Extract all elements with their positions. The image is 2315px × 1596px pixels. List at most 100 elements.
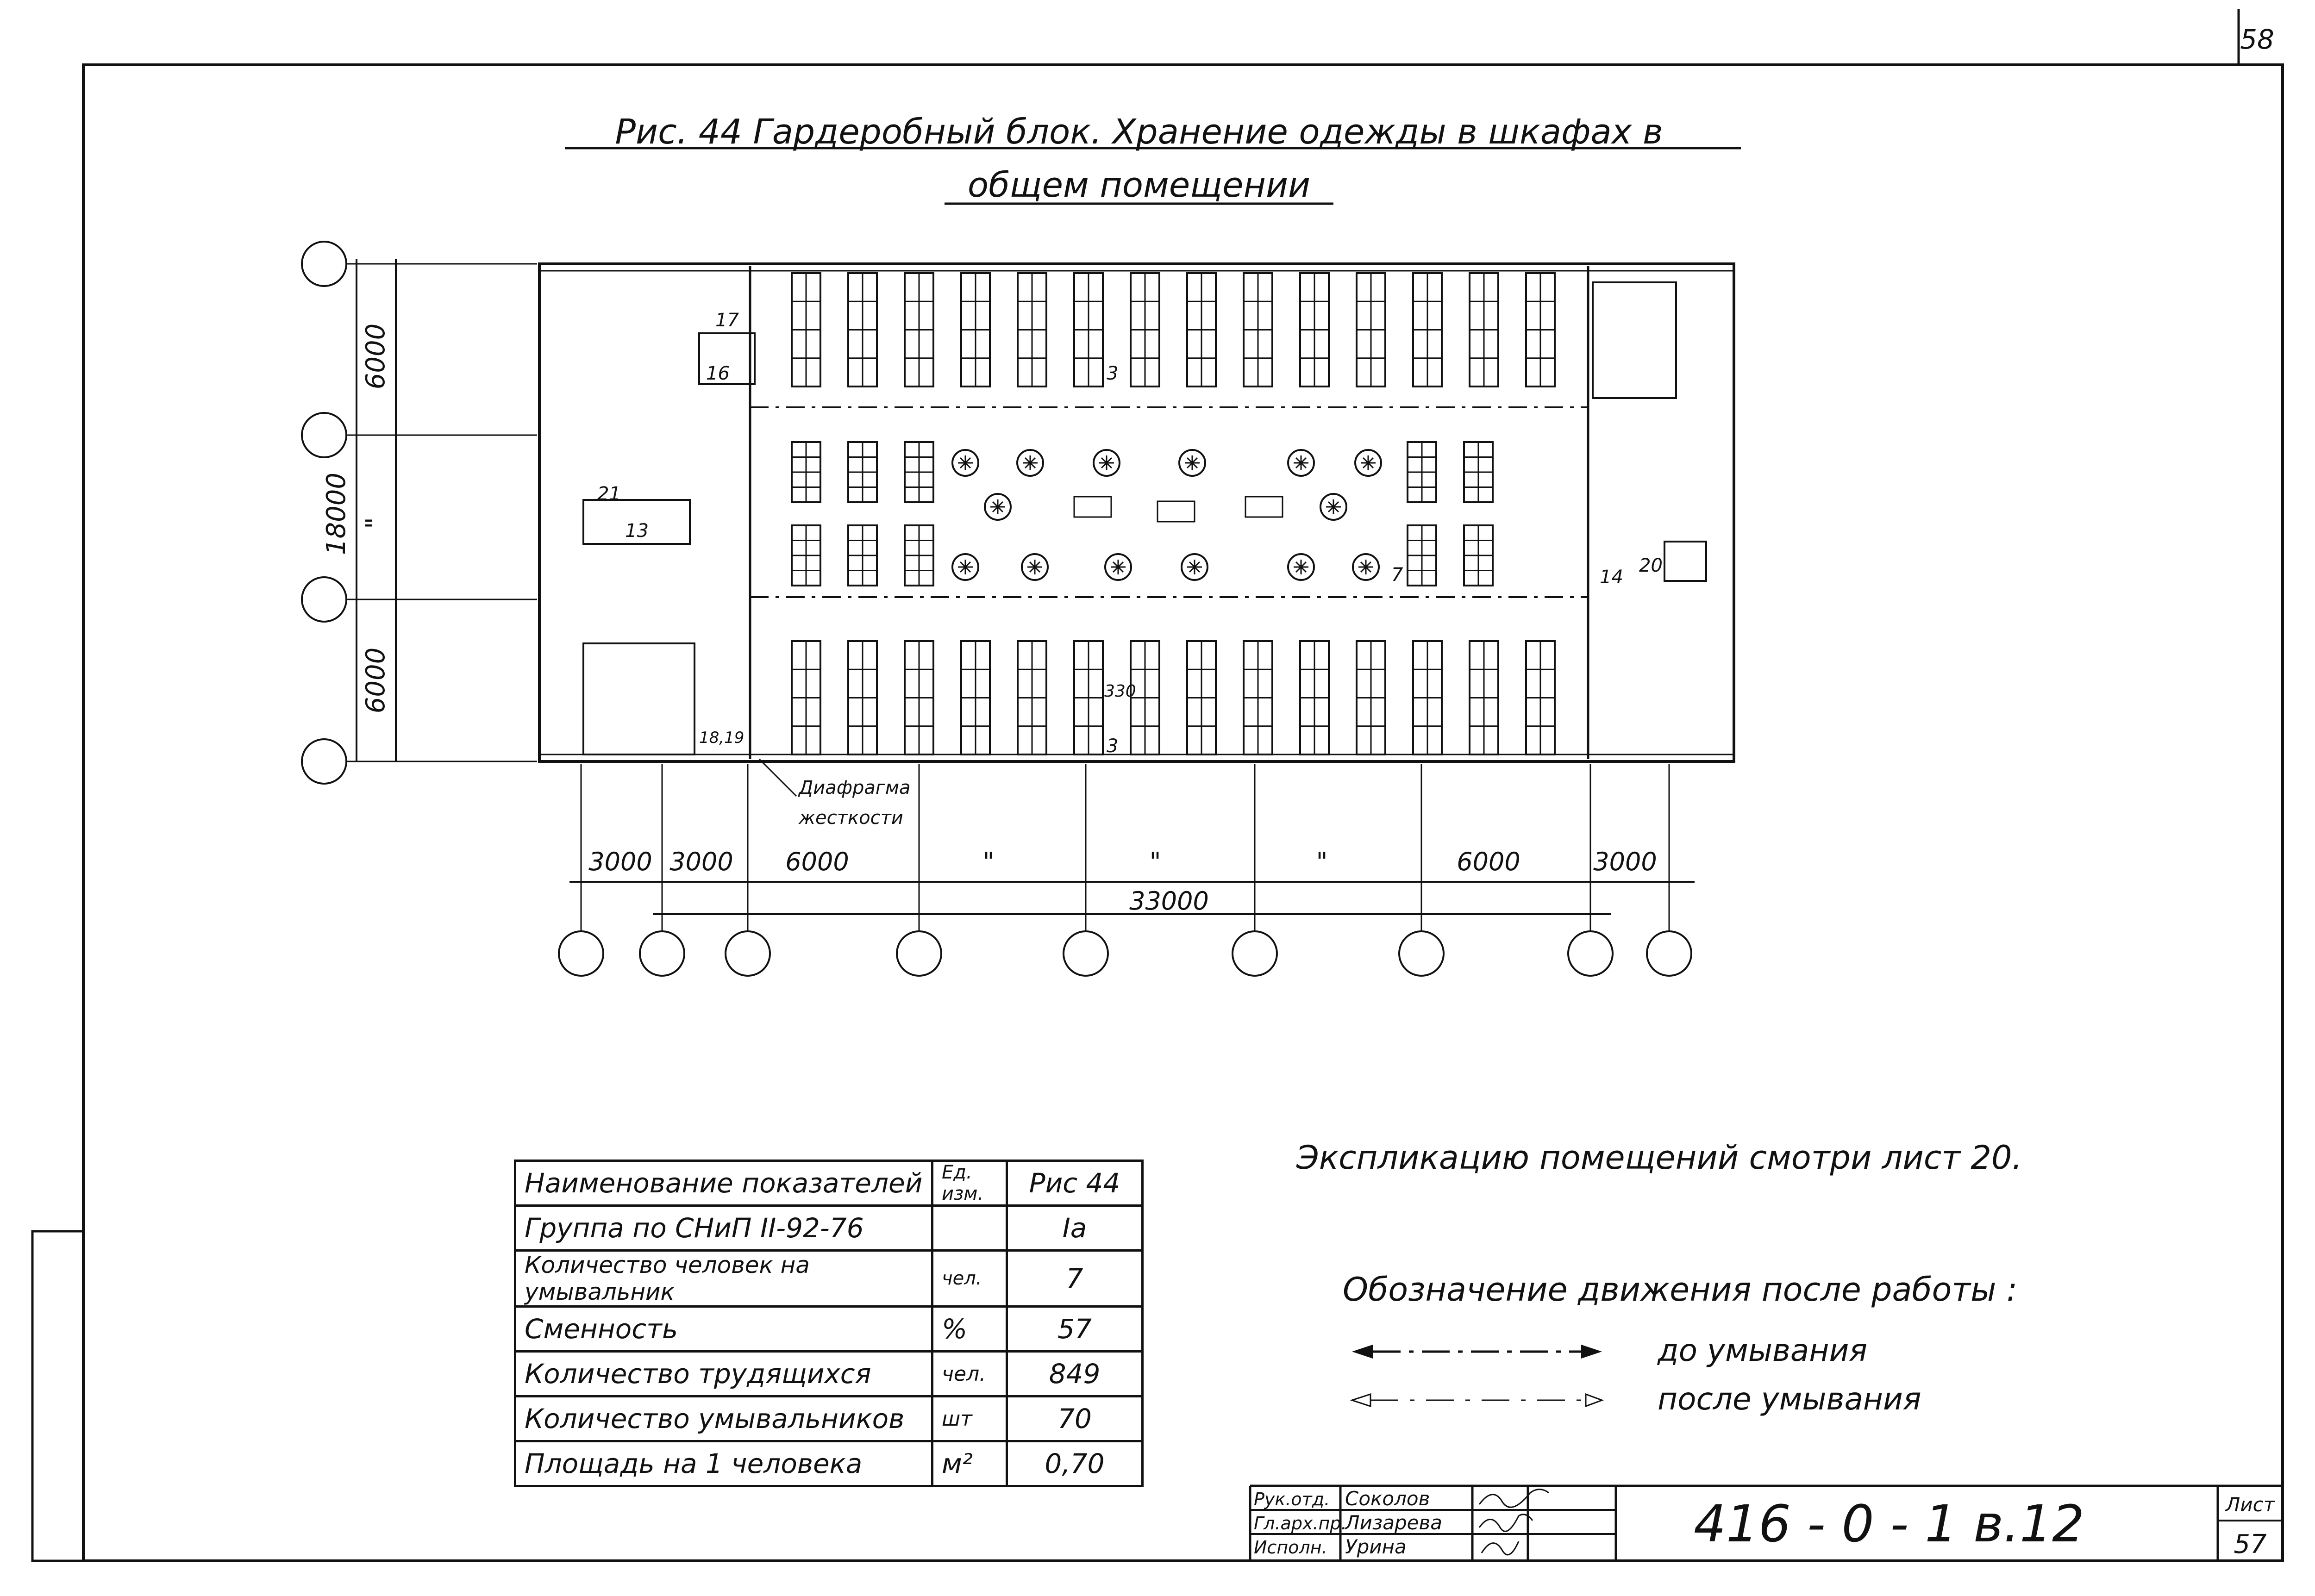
signature-2 xyxy=(1478,1514,1533,1532)
washbasin-icon-mark xyxy=(1185,455,1200,470)
row-unit: чел. xyxy=(931,1249,1008,1308)
washbasin-icon xyxy=(1354,449,1382,477)
table-row: Количество трудящихся чел. 849 xyxy=(514,1350,1144,1397)
washbasin-icon-mark xyxy=(1358,560,1373,574)
diaphragm-leader xyxy=(758,758,797,797)
row-name: Группа по СНиП II-92-76 xyxy=(514,1204,933,1252)
room-label-17: 17 xyxy=(715,310,739,331)
washbasin-icon-mark xyxy=(958,560,973,574)
room-label-3-top: 3 xyxy=(1107,363,1118,384)
figure-title-line-1: Рис. 44 Гардеробный блок. Хранение одежд… xyxy=(615,112,1663,152)
tb-name-1: Соколов xyxy=(1345,1487,1430,1510)
room-label-330: 330 xyxy=(1104,682,1136,701)
locker-groups xyxy=(791,272,1556,755)
washbasin-icon xyxy=(951,553,979,581)
shower-unit xyxy=(1157,500,1195,523)
washbasin-icon-mark xyxy=(1294,455,1308,470)
stair-bottom-left xyxy=(582,642,695,755)
washbasin-icon xyxy=(1287,553,1315,581)
signature-3 xyxy=(1481,1541,1520,1556)
axis-bubble xyxy=(1398,930,1445,977)
axis-bubble xyxy=(725,930,771,977)
washbasin-icon-mark xyxy=(1294,560,1308,574)
left-dim-top: 6000 xyxy=(361,324,391,390)
bottom-dim-7: 6000 xyxy=(1457,847,1520,876)
room-label-3-bottom: 3 xyxy=(1107,736,1118,757)
washbasin-icon-mark xyxy=(958,455,973,470)
washbasin-icon-mark xyxy=(1187,560,1202,574)
axis-bubble xyxy=(301,576,347,623)
table-row: Площадь на 1 человека м² 0,70 xyxy=(514,1440,1144,1487)
row-value: 7 xyxy=(1006,1249,1144,1308)
row-value: 0,70 xyxy=(1006,1440,1144,1487)
legend-arrow-after-end xyxy=(1585,1393,1604,1408)
left-dim-bottom: 6000 xyxy=(361,648,391,714)
room-label-16: 16 xyxy=(706,363,730,384)
washbasin-icon xyxy=(1104,553,1132,581)
sheet-frame xyxy=(82,63,2284,1562)
washbasin-icon xyxy=(1016,449,1044,477)
axis-bubble xyxy=(301,412,347,458)
axis-bubble xyxy=(896,930,942,977)
washbasin-icon xyxy=(984,493,1012,521)
row-name: Площадь на 1 человека xyxy=(514,1440,933,1487)
legend-title: Обозначение движения после работы : xyxy=(1343,1271,2017,1309)
washbasin-icon-mark xyxy=(1326,499,1341,514)
legend-after-washing: после умывания xyxy=(1658,1381,1921,1417)
washbasin-icon-mark xyxy=(1361,455,1376,470)
bottom-dim-4: " xyxy=(983,847,995,876)
row-value: Iа xyxy=(1006,1204,1144,1252)
tb-role-1: Рук.отд. xyxy=(1254,1489,1330,1509)
header-name: Наименование показателей xyxy=(514,1160,933,1207)
washbasin-icon-mark xyxy=(990,499,1005,514)
stair-top-right xyxy=(1592,281,1677,399)
row-unit: % xyxy=(931,1305,1008,1353)
washbasin-icon xyxy=(1178,449,1206,477)
washbasin-symbols xyxy=(951,449,1382,581)
left-dim-total: 18000 xyxy=(321,473,351,555)
legend-arrow-after-start xyxy=(1350,1393,1371,1408)
tb-sheet-label: Лист xyxy=(2225,1493,2276,1516)
room-label-20: 20 xyxy=(1639,555,1663,576)
room-20 xyxy=(1664,541,1707,582)
bottom-dim-total: 33000 xyxy=(1129,886,1209,916)
binding-strip xyxy=(31,1230,85,1562)
row-value: 849 xyxy=(1006,1350,1144,1397)
shower-unit xyxy=(1245,496,1283,518)
legend-before-washing: до умывания xyxy=(1657,1333,1867,1368)
washbasin-icon xyxy=(1320,493,1347,521)
sheet-corner-number: 58 xyxy=(2240,24,2274,55)
diaphragm-label-1: Диафрагма xyxy=(798,777,911,798)
room-label-18-19: 18,19 xyxy=(699,729,744,747)
row-name: Количество трудящихся xyxy=(514,1350,933,1397)
figure-title-line-2: общем помещении xyxy=(968,165,1310,205)
bottom-dim-2: 3000 xyxy=(669,847,733,876)
floor-plan xyxy=(538,262,1735,763)
table-row: Сменность % 57 xyxy=(514,1305,1144,1353)
tb-drawing-code: 416 - 0 - 1 в.12 xyxy=(1694,1494,2084,1553)
left-dim-mid: " xyxy=(361,517,391,529)
plan-outer-wall xyxy=(538,262,1735,763)
row-name: Количество умывальников xyxy=(514,1395,933,1442)
room-17-16 xyxy=(698,332,756,385)
bottom-dim-3: 6000 xyxy=(785,847,849,876)
axis-bubble xyxy=(301,738,347,785)
tb-sheet-number: 57 xyxy=(2234,1529,2267,1559)
tb-name-2: Лизарева xyxy=(1344,1511,1442,1534)
washbasin-icon-mark xyxy=(1023,455,1038,470)
indicators-table: Наименование показателей Ед. изм. Рис 44… xyxy=(514,1160,1144,1487)
grid-axis-bubbles xyxy=(301,241,1692,977)
washbasin-icon xyxy=(1021,553,1049,581)
indicators-header-row: Наименование показателей Ед. изм. Рис 44 xyxy=(514,1160,1144,1207)
tb-name-3: Урина xyxy=(1345,1535,1407,1558)
table-row: Количество человек на умывальник чел. 7 xyxy=(514,1249,1144,1308)
room-label-7: 7 xyxy=(1391,564,1403,586)
legend-arrow-before-start xyxy=(1352,1345,1373,1359)
row-unit xyxy=(931,1204,1008,1252)
axis-bubble xyxy=(639,930,685,977)
washbasin-icon-mark xyxy=(1027,560,1042,574)
washbasin-icon xyxy=(1093,449,1120,477)
room-label-13: 13 xyxy=(625,520,649,542)
row-value: 70 xyxy=(1006,1395,1144,1442)
